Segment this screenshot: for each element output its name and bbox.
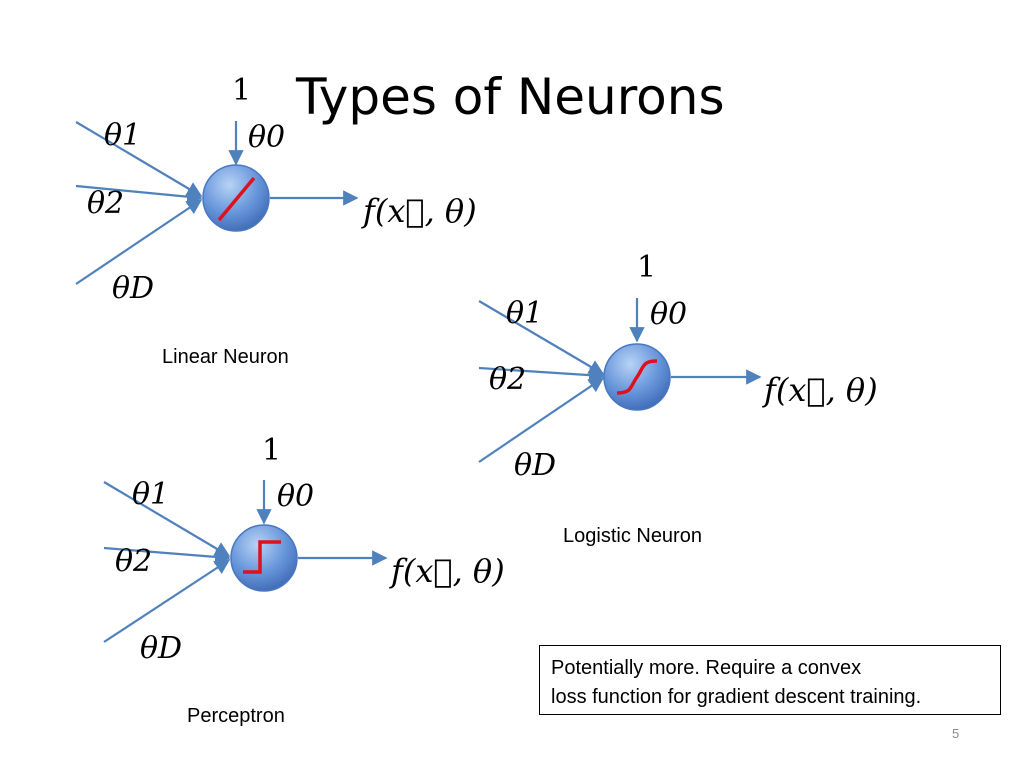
input-arrow-d [75, 199, 203, 285]
input-arrow-1 [478, 300, 605, 375]
note-line-2: loss function for gradient descent train… [551, 686, 922, 708]
input-arrow-2 [103, 546, 231, 565]
input-arrow-2 [478, 366, 605, 383]
logistic-neuron-caption: Logistic Neuron [563, 525, 702, 547]
perceptron-caption: Perceptron [187, 705, 285, 727]
bias-input-label: 1 [262, 433, 281, 468]
weight-label-d: θD [112, 271, 154, 306]
line-icon [217, 176, 256, 222]
weight-label-1: θ1 [104, 118, 141, 153]
output-label: f(x⃗, θ) [361, 192, 477, 230]
weight-label-1: θ1 [506, 296, 543, 331]
input-arrow-1 [103, 481, 231, 557]
logistic-neuron: 1 θ0 θ1 θ2 θD f(x⃗, θ) [478, 250, 878, 483]
weight-label-d: θD [514, 448, 556, 483]
slide-title: Types of Neurons [296, 68, 725, 126]
output-label: f(x⃗, θ) [389, 552, 505, 590]
neuron-node [230, 524, 298, 592]
perceptron-neuron: 1 θ0 θ1 θ2 θD f(x⃗, θ) [103, 433, 505, 666]
bias-input-label: 1 [637, 250, 656, 285]
sigmoid-icon [616, 359, 658, 395]
weight-label-2: θ2 [87, 186, 124, 221]
weight-label-0: θ0 [248, 120, 285, 155]
page-number: 5 [952, 726, 960, 741]
linear-neuron: 1 θ0 θ1 θ2 θD f(x⃗, θ) [75, 73, 477, 306]
linear-neuron-caption: Linear Neuron [162, 346, 289, 368]
weight-label-2: θ2 [489, 362, 526, 397]
weight-label-1: θ1 [132, 477, 169, 512]
input-arrow-2 [75, 184, 203, 205]
weight-label-0: θ0 [650, 297, 687, 332]
output-label: f(x⃗, θ) [762, 371, 878, 409]
input-arrow-d [478, 377, 605, 463]
input-arrow-d [103, 559, 231, 643]
note-line-1: Potentially more. Require a convex [551, 657, 862, 679]
bias-input-label: 1 [232, 73, 251, 108]
note-box: Potentially more. Require a convex loss … [539, 645, 1001, 715]
weight-label-0: θ0 [277, 479, 314, 514]
weight-label-d: θD [140, 631, 182, 666]
step-icon [243, 540, 281, 574]
input-arrow-1 [75, 121, 203, 197]
weight-label-2: θ2 [115, 544, 152, 579]
